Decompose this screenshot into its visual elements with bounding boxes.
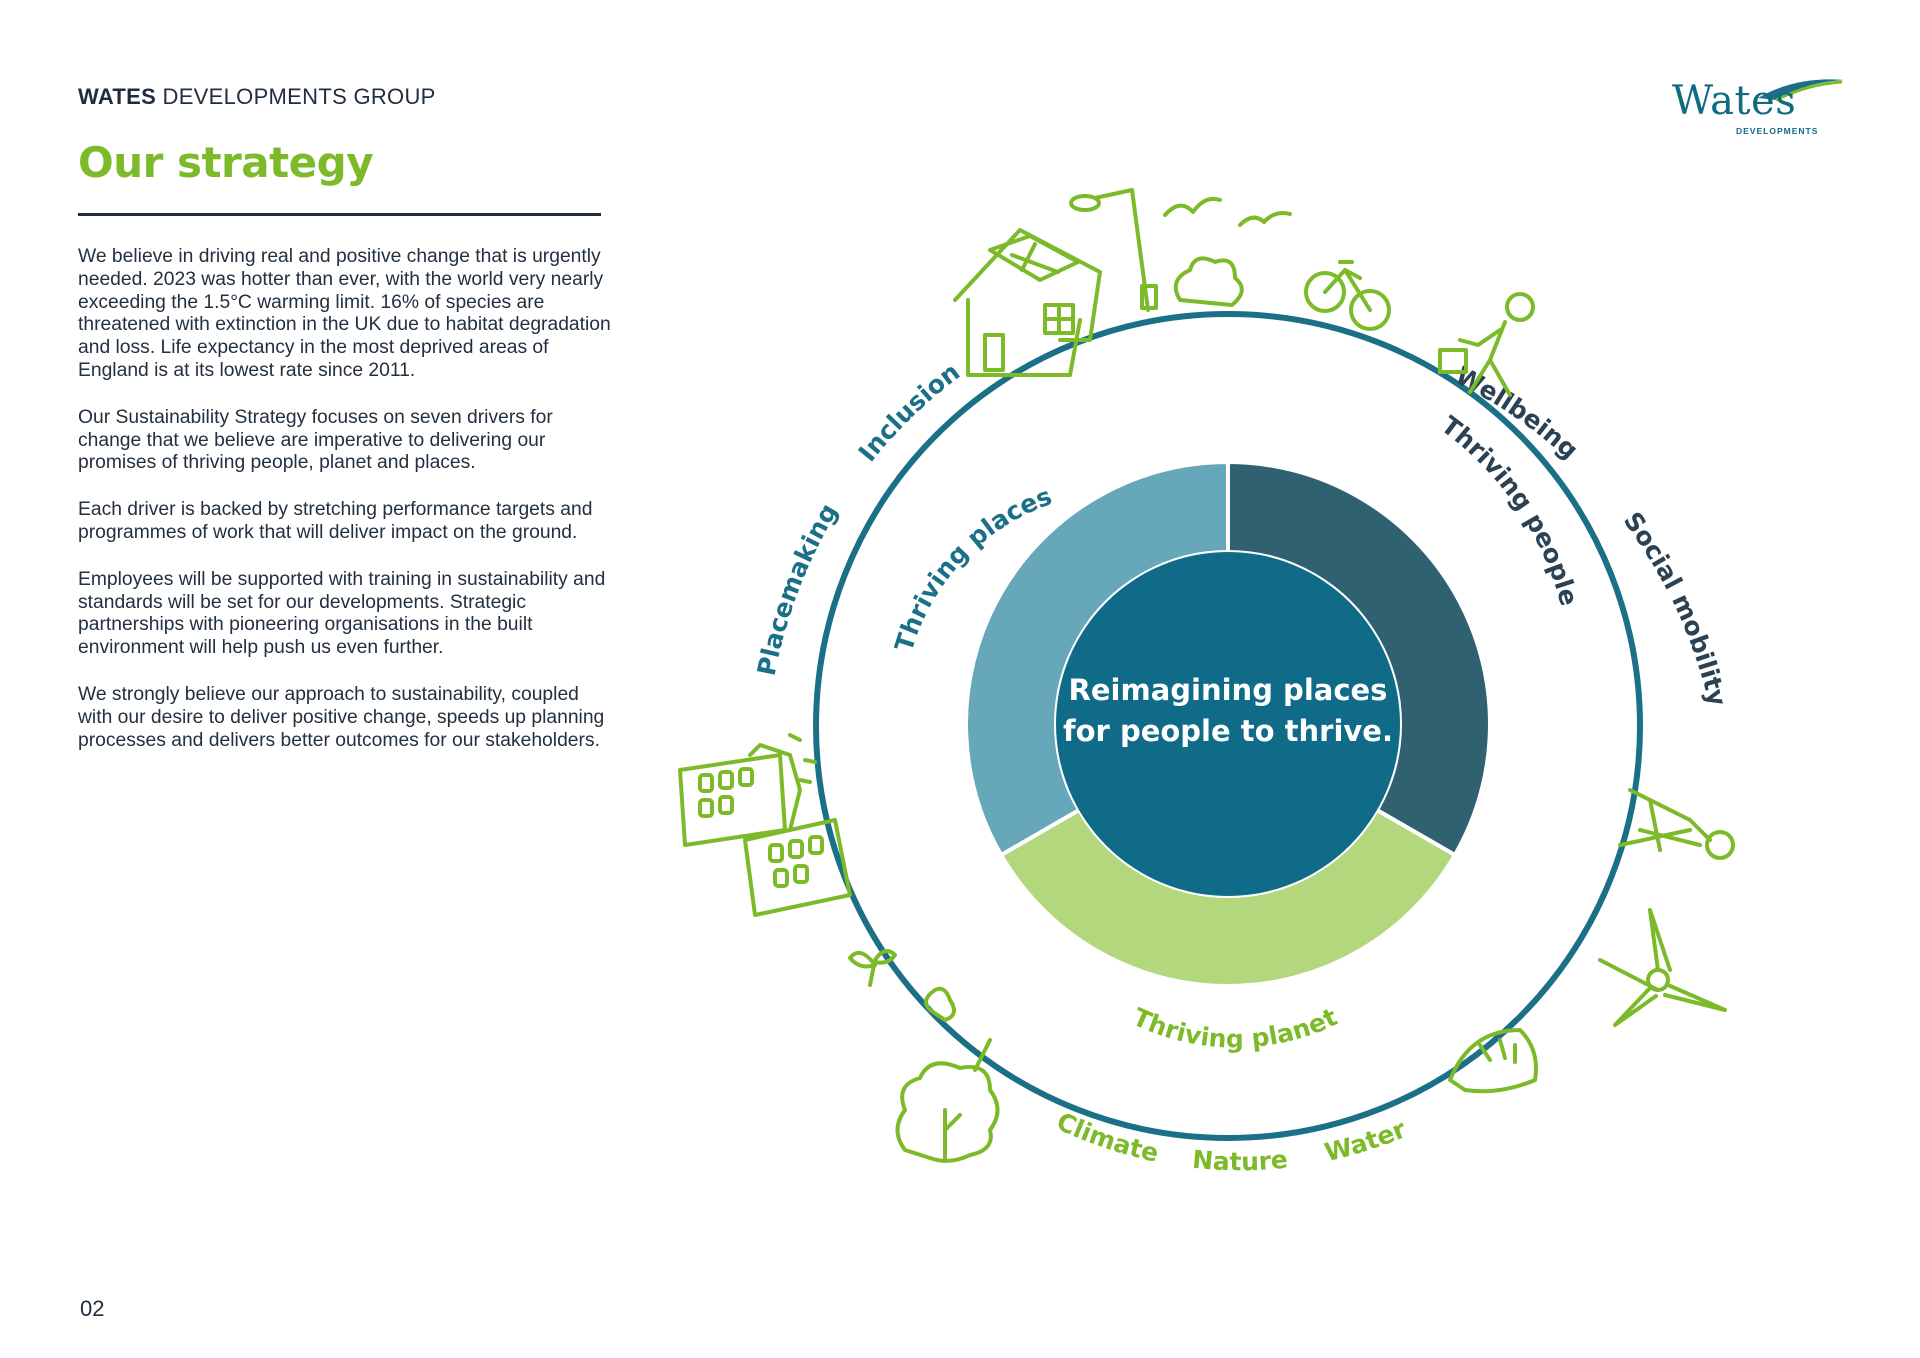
tree-icon (895, 1038, 1000, 1163)
bush-icon (1173, 256, 1244, 307)
brand-rest: DEVELOPMENTS GROUP (156, 84, 436, 109)
paragraph-5: We strongly believe our approach to sust… (78, 683, 605, 751)
buildings-icon (678, 733, 852, 917)
label-thriving-planet: Thriving planet (1129, 1002, 1342, 1053)
paragraph-1: We believe in driving real and positive … (78, 246, 611, 381)
center-text-line-2: for people to thrive. (1063, 714, 1393, 748)
walking-person-icon (1438, 292, 1535, 397)
plant-icon (924, 986, 956, 1022)
logo-word: Wates (1672, 78, 1797, 124)
wind-turbine-icon (1598, 908, 1727, 1027)
bicycle-icon (1304, 260, 1391, 331)
sprout-icon (848, 949, 897, 987)
label-climate: Climate (1052, 1107, 1161, 1168)
logo-swoosh-icon (1758, 79, 1844, 102)
wates-logo: Wates DEVELOPMENTS (1666, 74, 1846, 144)
hedgehog-icon (1448, 1028, 1538, 1094)
label-placemaking: Placemaking (752, 498, 843, 678)
page-title: Our strategy (78, 138, 374, 187)
outer-ring (813, 311, 1643, 1141)
birds-icon (1163, 196, 1292, 227)
center-disc (1056, 552, 1400, 896)
brand-bold: WATES (78, 84, 157, 109)
page-number: 02 (80, 1296, 105, 1321)
paragraph-3: Each driver is backed by stretching perf… (78, 499, 593, 543)
center-text-line-1: Reimagining places (1069, 673, 1388, 707)
title-divider (78, 213, 601, 216)
street-lamp-icon (1069, 188, 1158, 312)
label-inclusion: Inclusion (853, 357, 965, 467)
house-icon (953, 228, 1102, 377)
body-text: We believe in driving real and positive … (78, 246, 618, 776)
document-header: WATES DEVELOPMENTS GROUP (78, 84, 436, 110)
label-nature: Nature (1191, 1145, 1289, 1177)
logo-subtitle: DEVELOPMENTS (1736, 126, 1819, 136)
paragraph-2: Our Sustainability Strategy focuses on s… (78, 406, 553, 474)
paragraph-4: Employees will be supported with trainin… (78, 568, 606, 659)
cyclist-icon (1618, 788, 1735, 860)
